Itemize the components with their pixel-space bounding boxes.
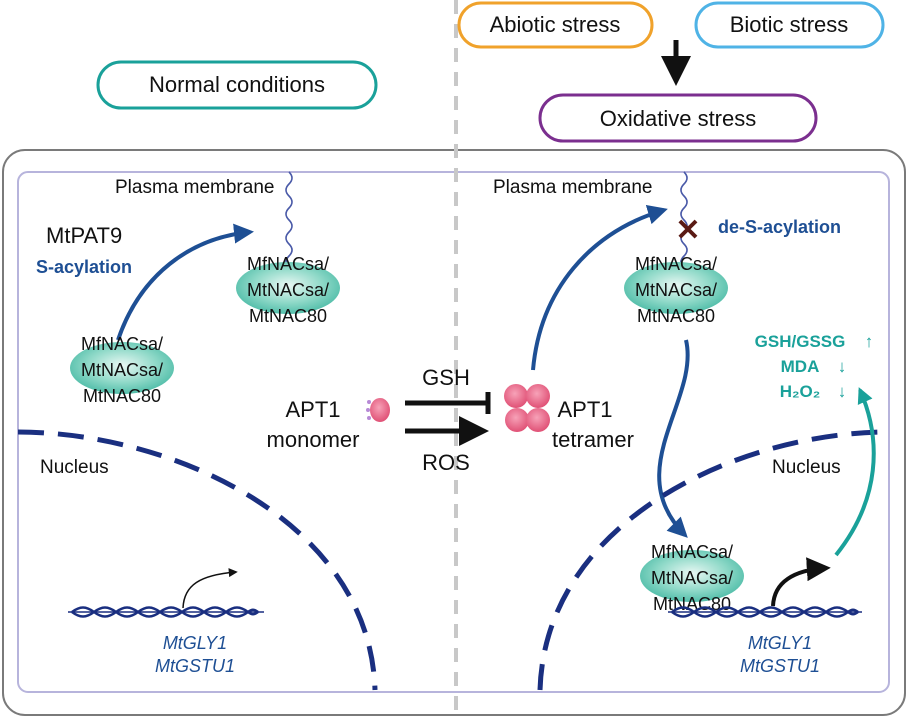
left-cytosol-nac-complex: MfNACsa/ MtNACsa/ MtNAC80 xyxy=(70,334,174,406)
left-dna-strand xyxy=(68,606,264,618)
nac-line-1: MfNACsa/ xyxy=(635,254,717,274)
left-gene-2: MtGSTU1 xyxy=(155,656,235,676)
biotic-stress-label: Biotic stress xyxy=(730,12,849,37)
apt1-monomer-line-2: monomer xyxy=(267,427,360,452)
biotic-stress-pill: Biotic stress xyxy=(694,1,885,49)
outcome-h2o2-label: H₂O₂ xyxy=(780,382,821,401)
apt1-tetramer-line-2: tetramer xyxy=(552,427,634,452)
left-nucleus-label: Nucleus xyxy=(40,457,109,478)
outcome-mda-arrow: ↓ xyxy=(838,357,847,376)
ros-label: ROS xyxy=(422,450,470,475)
outcome-gsh-gssg-arrow: ↑ xyxy=(865,332,874,351)
left-transcription-arrow xyxy=(182,568,238,609)
de-s-acylation-label: de-S-acylation xyxy=(718,217,841,237)
oxidative-outcomes: GSH/GSSG ↑ MDA ↓ H₂O₂ ↓ xyxy=(755,332,874,401)
nac-line-3: MtNAC80 xyxy=(249,306,327,326)
nac-line-1: MfNACsa/ xyxy=(651,542,733,562)
nac-line-1: MfNACsa/ xyxy=(247,254,329,274)
left-gene-1: MtGLY1 xyxy=(163,633,227,653)
abiotic-stress-pill: Abiotic stress xyxy=(457,1,654,49)
outcome-h2o2-arrow: ↓ xyxy=(838,382,847,401)
outcome-mda-label: MDA xyxy=(781,357,820,376)
nac-nuclear-translocation-arrow xyxy=(657,339,690,538)
tetramer-to-membrane-arrow xyxy=(531,204,668,371)
right-transcription-arrow xyxy=(771,557,831,607)
left-plasma-membrane-label: Plasma membrane xyxy=(115,177,274,198)
s-acylation-arrow xyxy=(116,223,254,341)
left-nuclear-envelope xyxy=(17,429,378,691)
nac-line-1: MfNACsa/ xyxy=(81,334,163,354)
nac-line-3: MtNAC80 xyxy=(83,386,161,406)
nac-line-2: MtNACsa/ xyxy=(651,568,733,588)
right-membrane-nac-complex: MfNACsa/ MtNACsa/ MtNAC80 xyxy=(624,254,728,326)
right-gene-1: MtGLY1 xyxy=(748,633,812,653)
apt1-monomer-line-1: APT1 xyxy=(285,397,340,422)
left-lipid-anchor xyxy=(285,171,293,269)
s-acylation-label: S-acylation xyxy=(36,257,132,277)
right-gene-2: MtGSTU1 xyxy=(740,656,820,676)
normal-conditions-label: Normal conditions xyxy=(149,72,325,97)
outcome-gsh-gssg-label: GSH/GSSG xyxy=(755,332,846,351)
apt1-monomer-icon xyxy=(366,398,390,422)
left-membrane-nac-complex: MfNACsa/ MtNACsa/ MtNAC80 xyxy=(236,254,340,326)
oxidative-stress-label: Oxidative stress xyxy=(600,106,757,131)
right-lipid-anchor xyxy=(680,171,688,269)
normal-conditions-pill: Normal conditions xyxy=(96,60,378,110)
nac-line-2: MtNACsa/ xyxy=(81,360,163,380)
abiotic-stress-label: Abiotic stress xyxy=(490,12,621,37)
apt1-tetramer-line-1: APT1 xyxy=(557,397,612,422)
right-nucleus-label: Nucleus xyxy=(772,457,841,478)
cleavage-x-icon: ✕ xyxy=(675,214,700,247)
right-plasma-membrane-label: Plasma membrane xyxy=(493,177,652,198)
right-dna-strand xyxy=(668,606,862,618)
apt1-tetramer-icon xyxy=(504,384,550,432)
oxidative-stress-pill: Oxidative stress xyxy=(538,93,818,143)
nac-line-2: MtNACsa/ xyxy=(247,280,329,300)
nac-line-2: MtNACsa/ xyxy=(635,280,717,300)
outcome-teal-arrow xyxy=(834,387,876,557)
gsh-label: GSH xyxy=(422,365,470,390)
right-nuclear-envelope xyxy=(537,429,890,691)
right-nucleus-nac-complex: MfNACsa/ MtNACsa/ MtNAC80 xyxy=(640,542,744,614)
nac-line-3: MtNAC80 xyxy=(637,306,715,326)
mtpat9-label: MtPAT9 xyxy=(46,223,122,248)
